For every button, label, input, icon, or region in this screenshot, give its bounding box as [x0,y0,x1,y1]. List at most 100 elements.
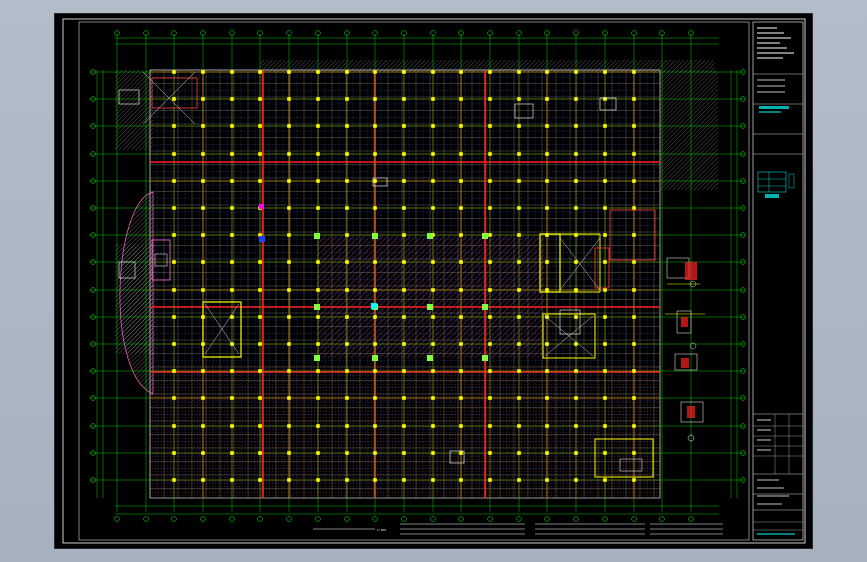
column-marker-icon [603,451,607,455]
detail-section-icon[interactable] [665,310,705,334]
axis-bubble-icon[interactable] [344,516,350,522]
column-marker-icon [316,152,320,156]
axis-bubble-icon[interactable] [143,30,149,36]
column-markers [172,70,636,482]
axis-bubble-icon[interactable] [90,96,96,102]
axis-bubble-icon[interactable] [458,30,464,36]
axis-bubble-icon[interactable] [602,516,608,522]
axis-bubble-icon[interactable] [740,341,746,347]
axis-bubble-icon[interactable] [90,151,96,157]
axis-bubble-icon[interactable] [487,30,493,36]
axis-bubble-icon[interactable] [740,205,746,211]
detail-section-icon[interactable] [680,401,704,442]
axis-bubble-icon[interactable] [740,423,746,429]
axis-bubble-icon[interactable] [740,314,746,320]
axis-bubble-icon[interactable] [90,477,96,483]
axis-bubble-icon[interactable] [90,232,96,238]
axis-bubble-icon[interactable] [200,516,206,522]
axis-bubble-icon[interactable] [659,516,665,522]
axis-bubble-icon[interactable] [90,314,96,320]
axis-bubble-icon[interactable] [740,123,746,129]
axis-bubble-icon[interactable] [516,516,522,522]
axis-bubble-icon[interactable] [487,516,493,522]
axis-bubble-icon[interactable] [229,516,235,522]
axis-bubble-icon[interactable] [401,30,407,36]
column-marker-icon [287,288,291,292]
axis-bubble-icon[interactable] [740,287,746,293]
axis-bubble-icon[interactable] [430,516,436,522]
column-marker-icon [488,424,492,428]
axis-bubble-icon[interactable] [544,516,550,522]
column-marker-icon [402,179,406,183]
column-marker-icon [258,478,262,482]
axis-bubble-icon[interactable] [631,30,637,36]
axis-bubble-icon[interactable] [688,516,694,522]
axis-bubble-icon[interactable] [114,516,120,522]
axis-bubble-icon[interactable] [372,30,378,36]
axis-bubble-icon[interactable] [200,30,206,36]
detail-section-icon[interactable] [666,257,700,285]
column-marker-icon [201,233,205,237]
axis-bubble-icon[interactable] [573,516,579,522]
column-marker-icon [545,206,549,210]
axis-bubble-icon[interactable] [286,516,292,522]
axis-bubble-icon[interactable] [740,395,746,401]
axis-bubble-icon[interactable] [458,516,464,522]
axis-bubble-icon[interactable] [740,151,746,157]
axis-bubble-icon[interactable] [171,516,177,522]
axis-bubble-icon[interactable] [90,450,96,456]
axis-bubble-icon[interactable] [544,30,550,36]
axis-bubble-icon[interactable] [90,423,96,429]
axis-bubble-icon[interactable] [516,30,522,36]
axis-bubble-icon[interactable] [740,450,746,456]
column-marker-icon [172,97,176,101]
axis-bubble-icon[interactable] [740,368,746,374]
axis-bubble-icon[interactable] [90,287,96,293]
axis-bubble-icon[interactable] [315,516,321,522]
axis-bubble-icon[interactable] [257,516,263,522]
axis-bubble-icon[interactable] [602,30,608,36]
detail-sections[interactable] [665,257,705,442]
axis-bubble-icon[interactable] [740,259,746,265]
column-marker-icon [603,97,607,101]
axis-bubble-icon[interactable] [401,516,407,522]
axis-bubble-icon[interactable] [659,30,665,36]
axis-bubble-icon[interactable] [631,516,637,522]
column-marker-icon [201,451,205,455]
axis-bubble-icon[interactable] [430,30,436,36]
axis-bubble-icon[interactable] [740,232,746,238]
axis-bubble-icon[interactable] [740,96,746,102]
axis-bubble-icon[interactable] [315,30,321,36]
axis-bubble-icon[interactable] [257,30,263,36]
axis-bubble-icon[interactable] [740,69,746,75]
axis-bubble-icon[interactable] [688,30,694,36]
column-marker-icon [488,451,492,455]
axis-bubble-icon[interactable] [90,178,96,184]
axis-bubble-icon[interactable] [740,178,746,184]
axis-bubble-icon[interactable] [90,341,96,347]
column-marker-icon [316,97,320,101]
axis-bubble-icon[interactable] [90,205,96,211]
column-marker-icon [459,451,463,455]
axis-bubble-icon[interactable] [143,516,149,522]
drawing-sheet[interactable]: 1:100 [55,14,812,548]
axis-bubble-icon[interactable] [344,30,350,36]
axis-bubble-icon[interactable] [171,30,177,36]
axis-bubble-icon[interactable] [90,123,96,129]
axis-bubble-icon[interactable] [286,30,292,36]
axis-bubble-icon[interactable] [372,516,378,522]
column-marker-icon [427,355,433,361]
column-marker-icon [258,260,262,264]
axis-bubble-icon[interactable] [90,69,96,75]
axis-bubble-icon[interactable] [114,30,120,36]
axis-bubble-icon[interactable] [229,30,235,36]
axis-bubble-icon[interactable] [740,477,746,483]
detail-section-icon[interactable] [674,353,698,371]
axis-bubble-icon[interactable] [90,368,96,374]
column-marker-icon [258,179,262,183]
column-marker-icon [316,179,320,183]
axis-bubble-icon[interactable] [90,395,96,401]
axis-bubble-icon[interactable] [90,259,96,265]
axis-bubble-icon[interactable] [573,30,579,36]
